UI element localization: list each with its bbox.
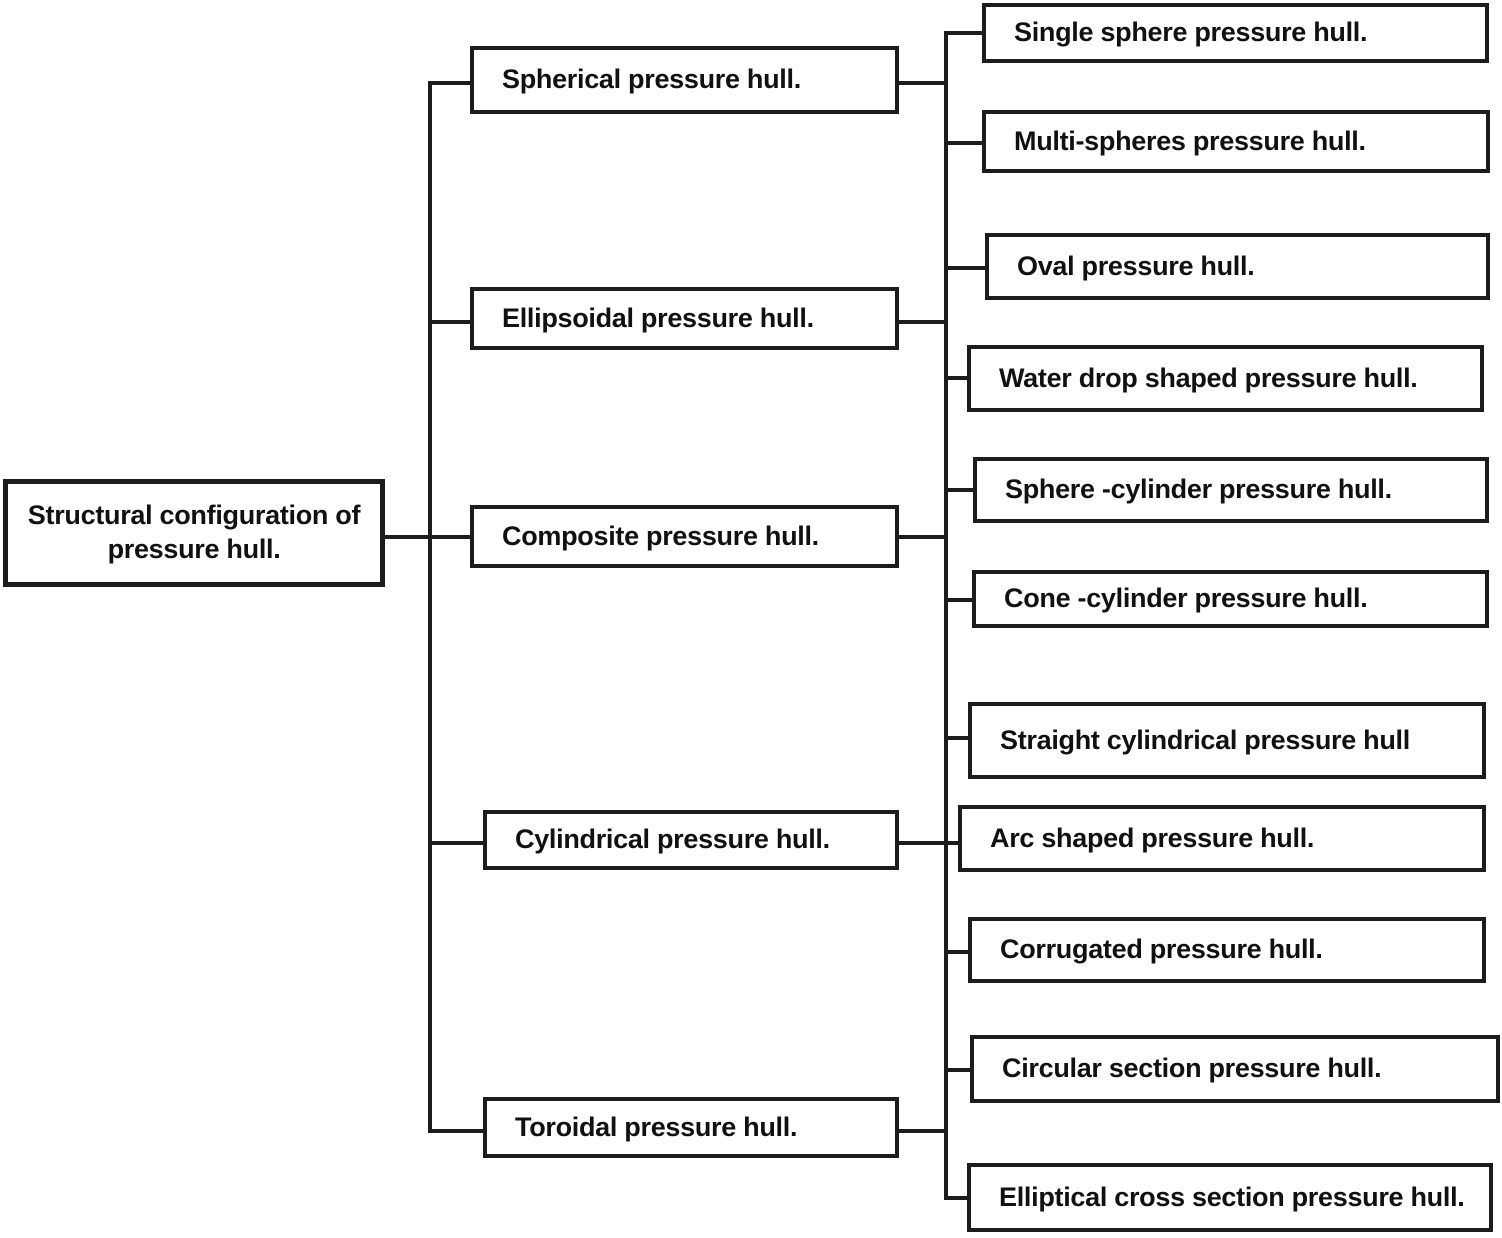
branch-node-composite: Composite pressure hull.	[470, 505, 899, 568]
leaf-node-label: Elliptical cross section pressure hull.	[999, 1181, 1465, 1212]
leaf-node-label: Oval pressure hull.	[1017, 250, 1255, 281]
leaf-node-label: Sphere -cylinder pressure hull.	[1005, 474, 1392, 505]
branch-node-ellipsoidal: Ellipsoidal pressure hull.	[470, 287, 899, 350]
leaf-node-label: Straight cylindrical pressure hull	[1000, 724, 1410, 755]
leaf-node-multi-spheres: Multi-spheres pressure hull.	[982, 110, 1490, 173]
leaf-node-label: Arc shaped pressure hull.	[990, 822, 1315, 853]
leaf-node-oval: Oval pressure hull.	[985, 233, 1490, 300]
leaf-node-circular-section: Circular section pressure hull.	[970, 1035, 1500, 1103]
leaf-node-cone-cylinder: Cone -cylinder pressure hull.	[972, 570, 1489, 628]
leaf-node-arc-shaped: Arc shaped pressure hull.	[958, 805, 1486, 872]
branch-node-label: Ellipsoidal pressure hull.	[502, 302, 814, 333]
branch-node-label: Cylindrical pressure hull.	[515, 824, 830, 855]
leaf-node-elliptical-cross-section: Elliptical cross section pressure hull.	[967, 1163, 1493, 1232]
branch-node-label: Spherical pressure hull.	[502, 64, 801, 95]
branch-node-cylindrical: Cylindrical pressure hull.	[483, 810, 899, 870]
leaf-node-label: Water drop shaped pressure hull.	[999, 362, 1418, 393]
branch-node-toroidal: Toroidal pressure hull.	[483, 1097, 899, 1158]
leaf-node-corrugated: Corrugated pressure hull.	[968, 917, 1486, 983]
leaf-node-label: Corrugated pressure hull.	[1000, 934, 1323, 965]
leaf-node-label: Cone -cylinder pressure hull.	[1004, 583, 1368, 614]
leaf-node-single-sphere: Single sphere pressure hull.	[982, 3, 1489, 63]
leaf-node-label: Single sphere pressure hull.	[1014, 17, 1368, 48]
leaf-node-water-drop: Water drop shaped pressure hull.	[967, 345, 1484, 412]
branch-node-spherical: Spherical pressure hull.	[470, 46, 899, 114]
leaf-node-label: Circular section pressure hull.	[1002, 1053, 1382, 1084]
branch-node-label: Composite pressure hull.	[502, 520, 819, 551]
root-node-label: Structural configuration of pressure hul…	[27, 500, 361, 564]
root-node-structural-configuration: Structural configuration of pressure hul…	[3, 479, 385, 587]
branch-node-label: Toroidal pressure hull.	[515, 1111, 798, 1142]
leaf-node-sphere-cylinder: Sphere -cylinder pressure hull.	[973, 457, 1489, 523]
leaf-node-straight-cylindrical: Straight cylindrical pressure hull	[968, 702, 1486, 779]
leaf-node-label: Multi-spheres pressure hull.	[1014, 125, 1366, 156]
